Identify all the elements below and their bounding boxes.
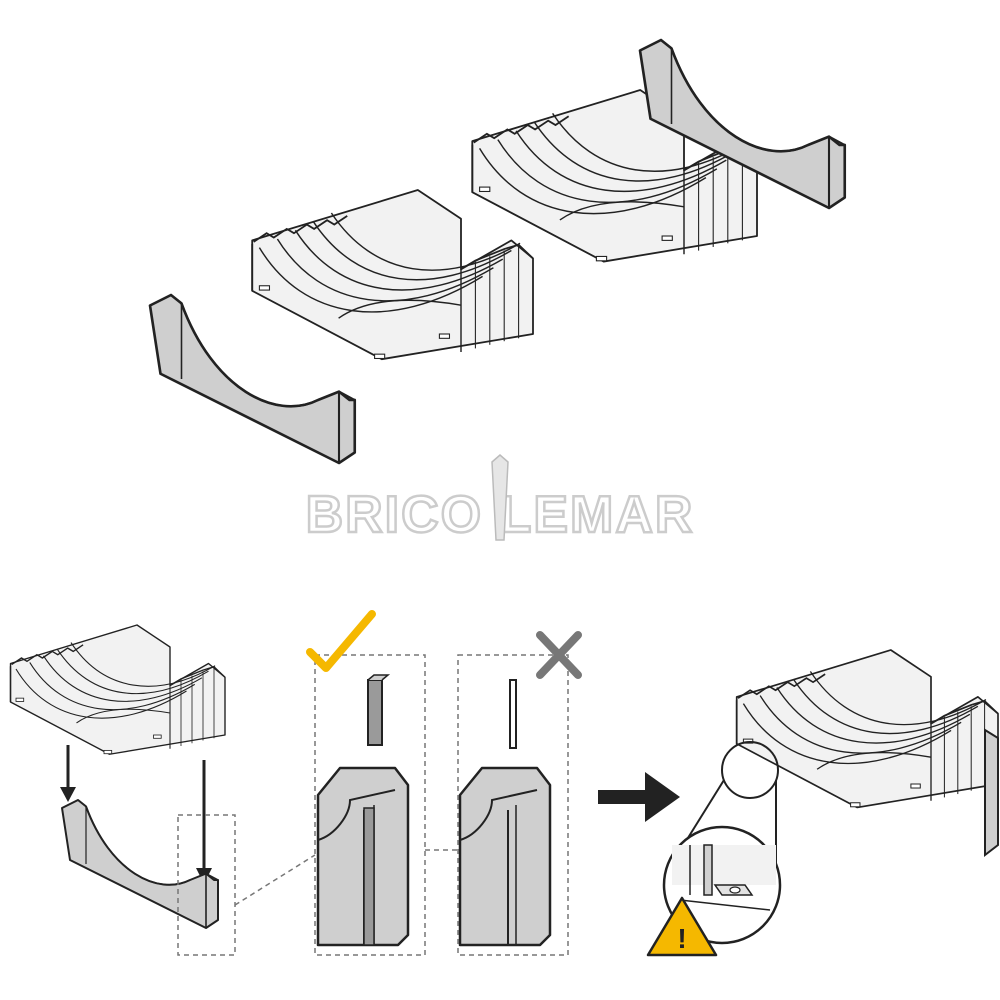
- watermark-logo: BRICO LEMAR: [304, 454, 694, 545]
- correct-strip: [367, 679, 383, 746]
- end-panel-step: [60, 798, 220, 930]
- detail-frame-source: [177, 814, 236, 956]
- cradle-module-right: [471, 89, 758, 263]
- incorrect-detail: [457, 631, 582, 956]
- correct-detail: [306, 610, 426, 956]
- warning-glyph: !: [677, 923, 686, 954]
- cradle-module-left: [251, 189, 534, 361]
- down-arrow-left: [60, 745, 76, 802]
- cross-icon: [536, 631, 582, 679]
- screw-emblem-icon: [491, 454, 509, 541]
- leader-line: [234, 854, 316, 906]
- zoom-source-circle: [721, 741, 779, 799]
- arrow-right-icon: [598, 772, 680, 822]
- down-arrow-right: [196, 760, 212, 884]
- incorrect-detail-frame: [457, 654, 569, 956]
- warning-triangle-icon: !: [646, 896, 718, 957]
- cradle-module-step: [9, 624, 226, 755]
- check-icon: [306, 610, 376, 672]
- magnifier-detail: [662, 741, 782, 945]
- assembled-end-panel: [984, 728, 999, 858]
- incorrect-strip: [509, 679, 517, 749]
- correct-detail-frame: [314, 654, 426, 956]
